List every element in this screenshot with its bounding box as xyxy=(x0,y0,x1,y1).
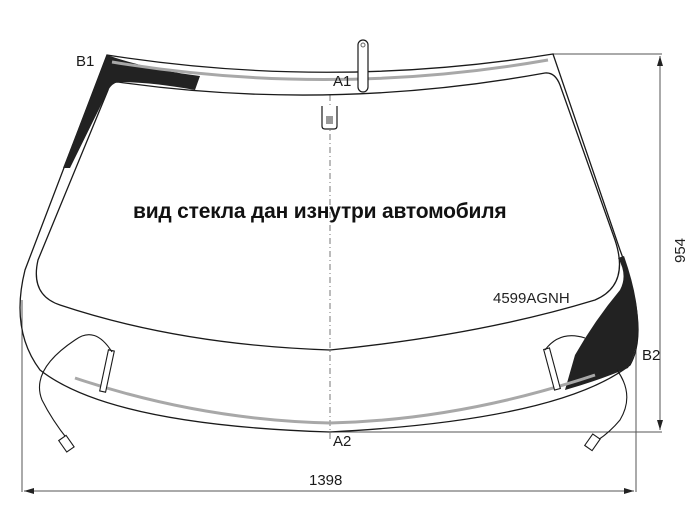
left-clip-wire xyxy=(38,334,115,453)
glass-inner-edge xyxy=(35,72,621,351)
dimension-lines xyxy=(21,53,662,492)
black-band-b1 xyxy=(63,55,200,168)
label-a1: A1 xyxy=(333,73,352,90)
label-b2: B2 xyxy=(642,347,661,364)
label-b1: B1 xyxy=(76,53,95,70)
diagram-title: вид стекла дан изнутри автомобиля xyxy=(133,200,507,223)
glass-outer-edge xyxy=(19,53,639,433)
dimension-height: 954 xyxy=(672,237,690,264)
label-a2: A2 xyxy=(333,433,352,450)
black-band-b2 xyxy=(565,256,639,390)
mirror-pin xyxy=(357,39,369,93)
dimension-width: 1398 xyxy=(309,472,343,489)
right-clip-wire xyxy=(542,335,628,452)
part-code: 4599AGNH xyxy=(493,290,570,307)
dimension-arrows xyxy=(24,56,663,494)
gray-strip-top xyxy=(111,58,549,82)
gray-strip-bottom xyxy=(74,373,596,425)
